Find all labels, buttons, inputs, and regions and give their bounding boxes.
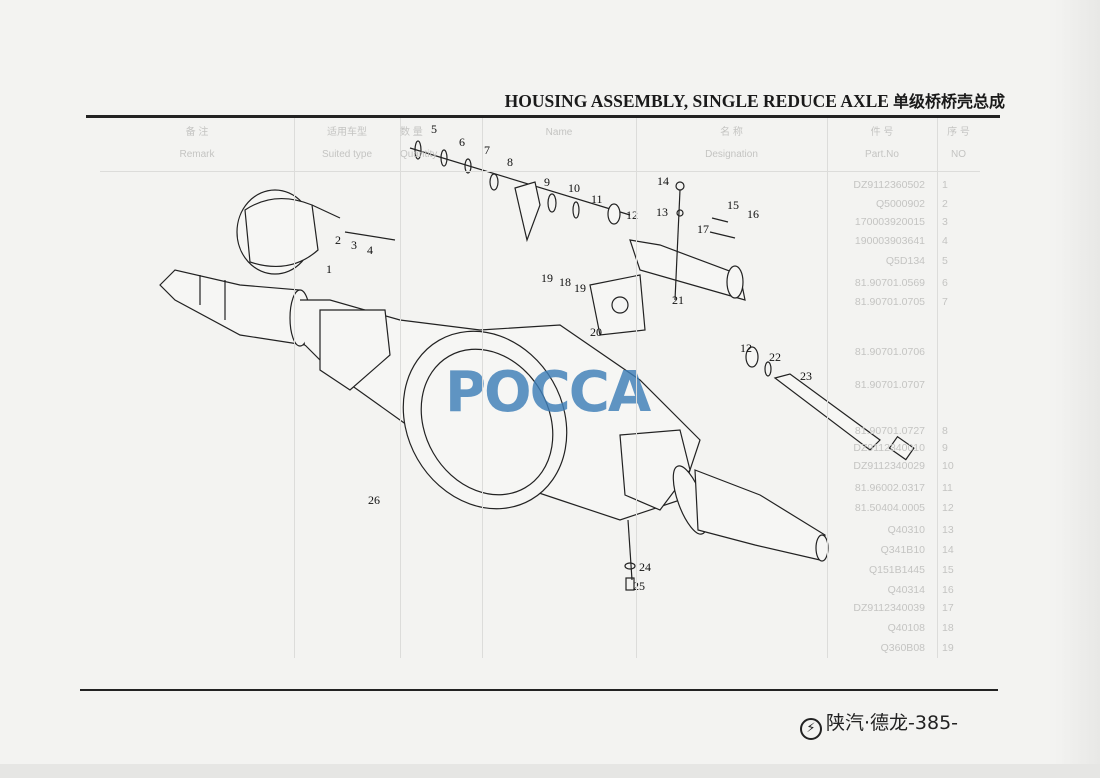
callout-label: 12 <box>740 341 752 355</box>
callout-label: 26 <box>368 493 380 507</box>
callout-label: 13 <box>656 205 668 219</box>
callout-label: 25 <box>633 579 645 593</box>
callout-label: 12 <box>626 208 638 222</box>
callout-label: 20 <box>590 325 602 339</box>
callout-label: 18 <box>559 275 571 289</box>
callout-label: 21 <box>672 293 684 307</box>
callout-label: 10 <box>568 181 580 195</box>
callout-label: 15 <box>727 198 739 212</box>
brand-name: 陕汽·德龙 <box>826 712 909 734</box>
callout-label: 16 <box>747 207 759 221</box>
callout-label: 23 <box>800 369 812 383</box>
header-rule <box>86 115 1000 118</box>
callout-label: 11 <box>591 192 603 206</box>
callout-label: 17 <box>697 222 709 236</box>
brake-chamber <box>236 189 341 275</box>
callout-label: 22 <box>769 350 781 364</box>
callout-label: 24 <box>639 560 651 574</box>
callout-label: 19 <box>541 271 553 285</box>
callout-label: 1 <box>326 262 332 276</box>
callout-label: 9 <box>544 175 550 189</box>
right-spindle <box>672 465 829 562</box>
callout-label: 3 <box>351 238 357 252</box>
watermark: POCCA <box>445 360 651 425</box>
callout-label: 8 <box>507 155 513 169</box>
callout-label: 4 <box>367 243 373 257</box>
footer-rule <box>80 689 998 691</box>
callout-label: 7 <box>484 143 490 157</box>
title-cn: 单级桥桥壳总成 <box>892 92 1005 111</box>
page-edge-shadow <box>1055 0 1100 778</box>
housing-beam <box>300 299 701 521</box>
callout-label: 14 <box>657 174 669 188</box>
page-footer: ⚡陕汽·德龙-385- <box>800 708 958 740</box>
page-bottom-edge <box>0 764 1100 778</box>
callout-label: 5 <box>431 122 437 136</box>
shaanxi-logo-icon: ⚡ <box>800 718 822 740</box>
callout-label: 2 <box>335 233 341 247</box>
page-number: -385- <box>908 712 959 734</box>
callout-label: 19 <box>574 281 586 295</box>
title-en: HOUSING ASSEMBLY, SINGLE REDUCE AXLE <box>504 91 889 111</box>
left-spindle <box>159 269 311 347</box>
callout-label: 6 <box>459 135 465 149</box>
